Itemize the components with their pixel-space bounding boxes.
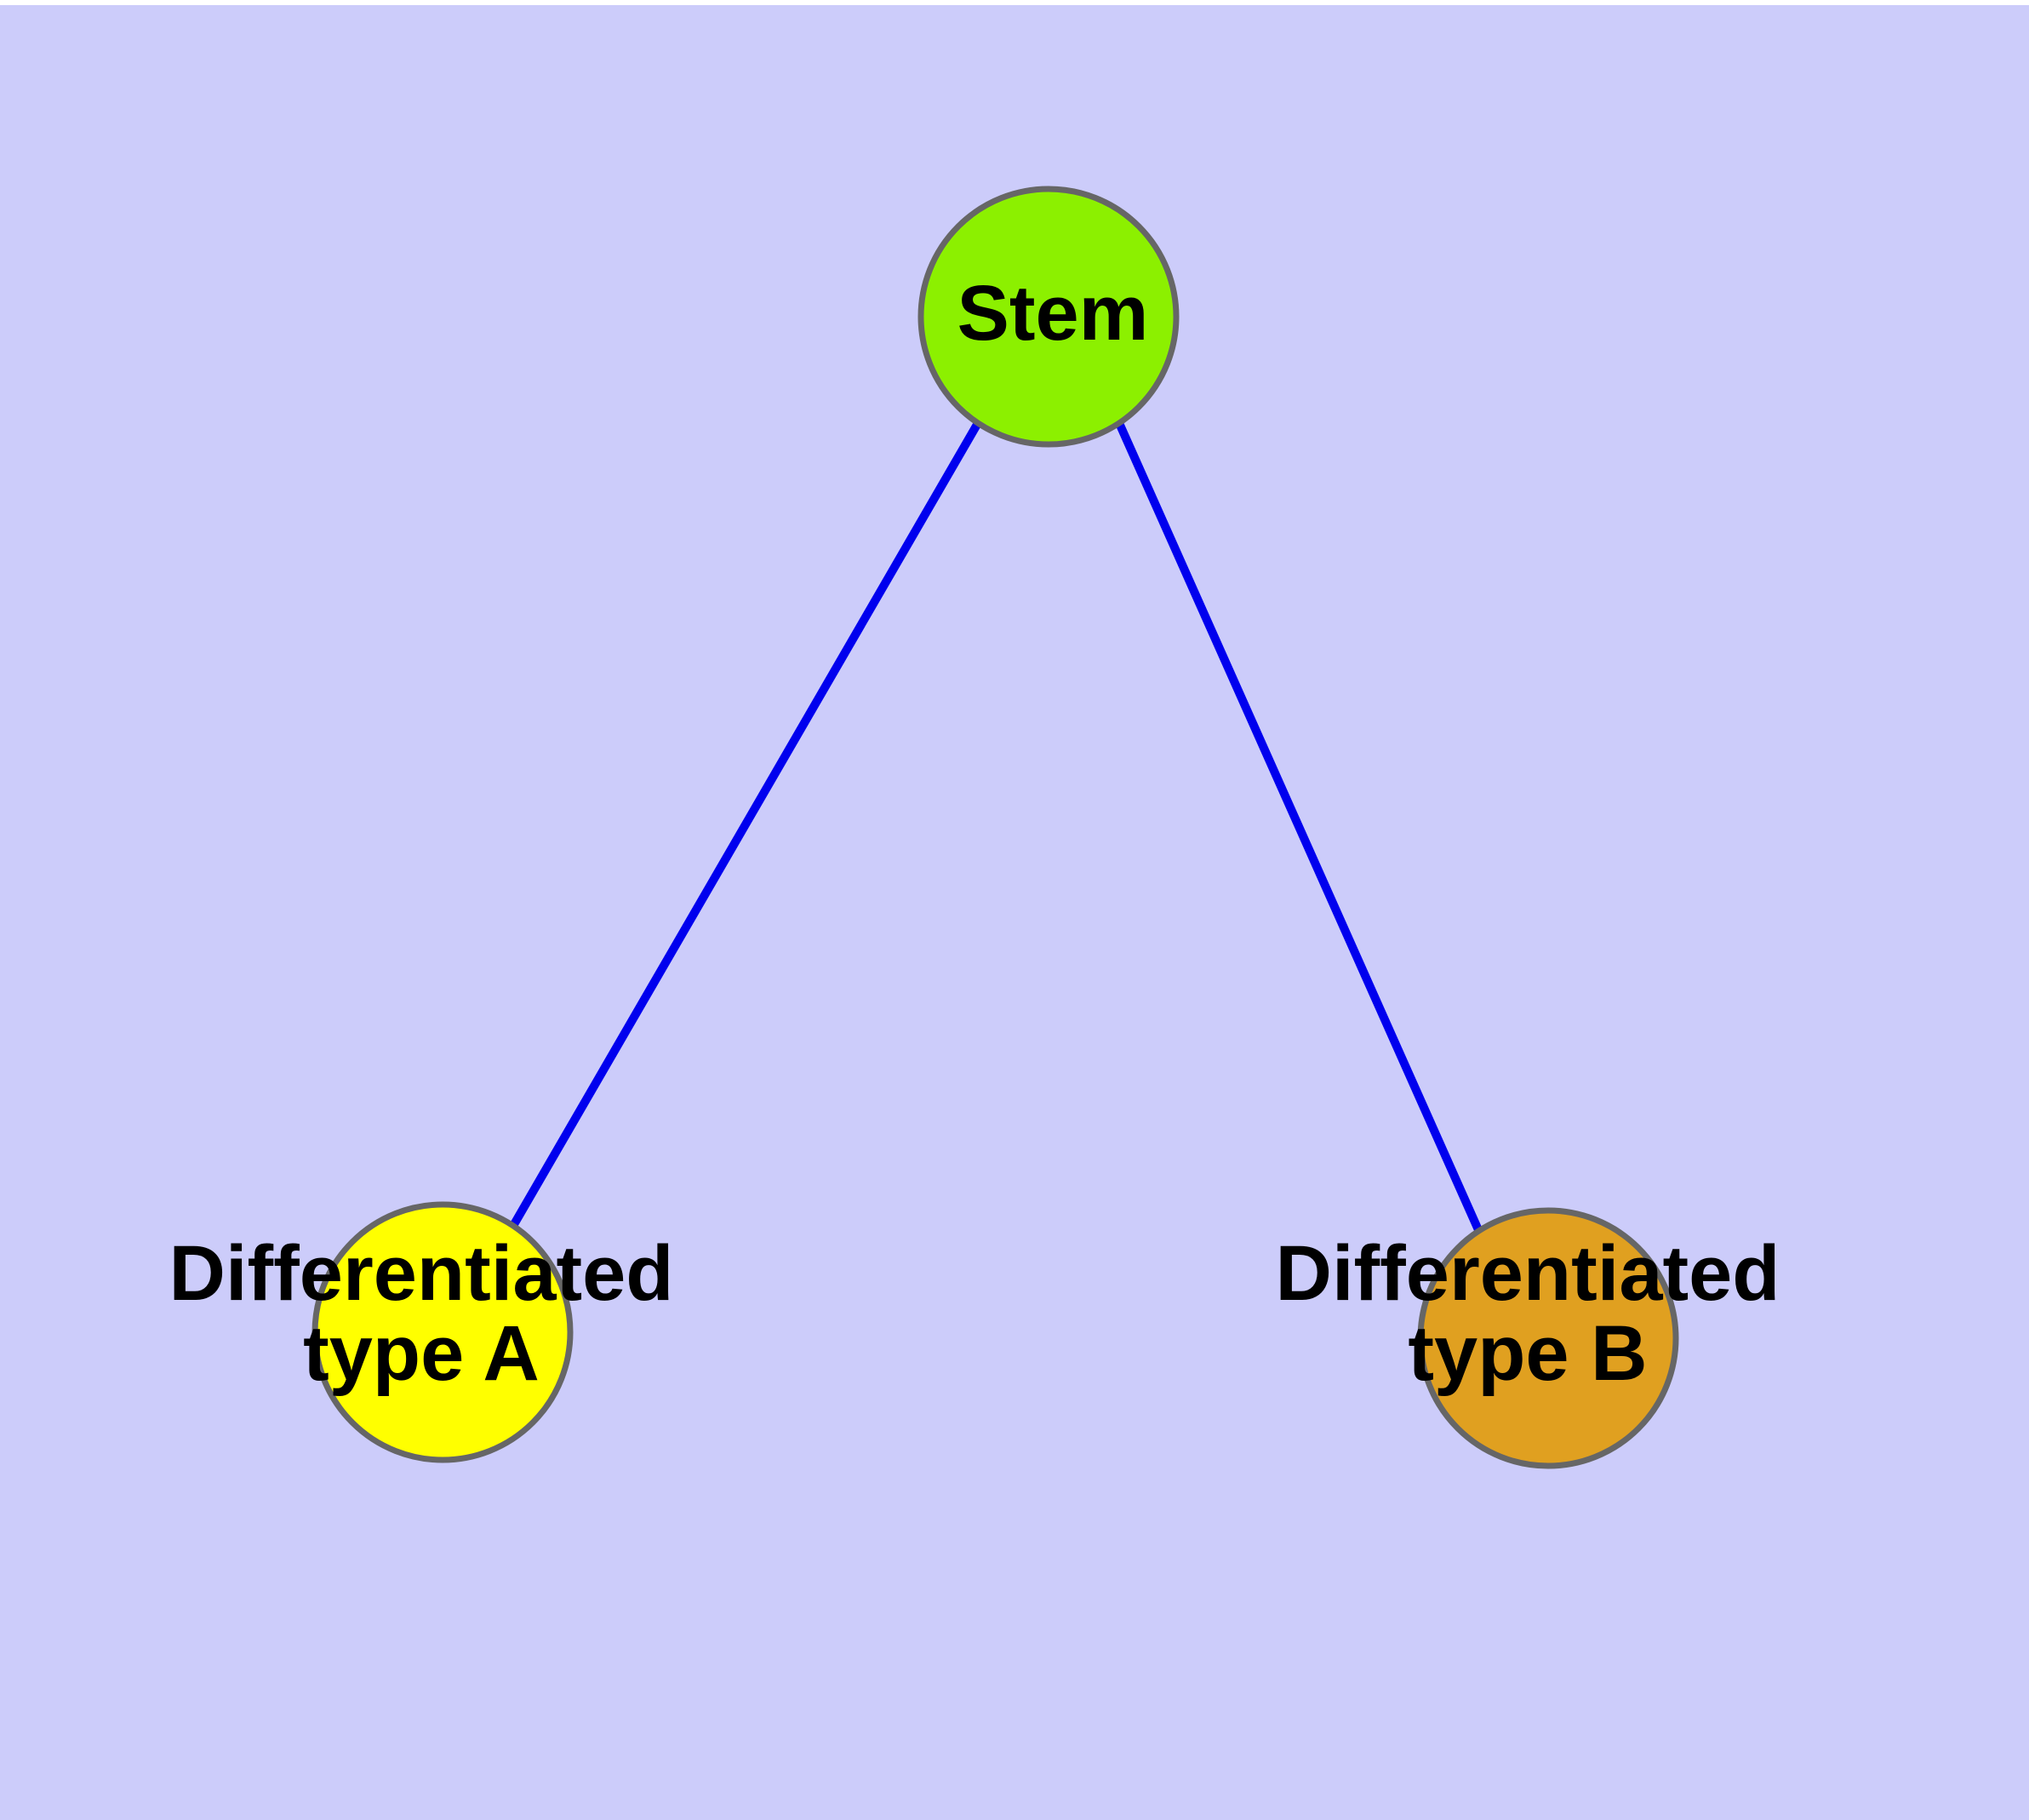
- edge-stem-to-differentiated-type-b[interactable]: [1115, 421, 1483, 1234]
- node-stem[interactable]: [917, 186, 1180, 448]
- edge-stem-to-differentiated-type-a[interactable]: [509, 421, 982, 1228]
- node-differentiated-type-b[interactable]: [1417, 1207, 1679, 1469]
- node-differentiated-type-a[interactable]: [311, 1201, 574, 1463]
